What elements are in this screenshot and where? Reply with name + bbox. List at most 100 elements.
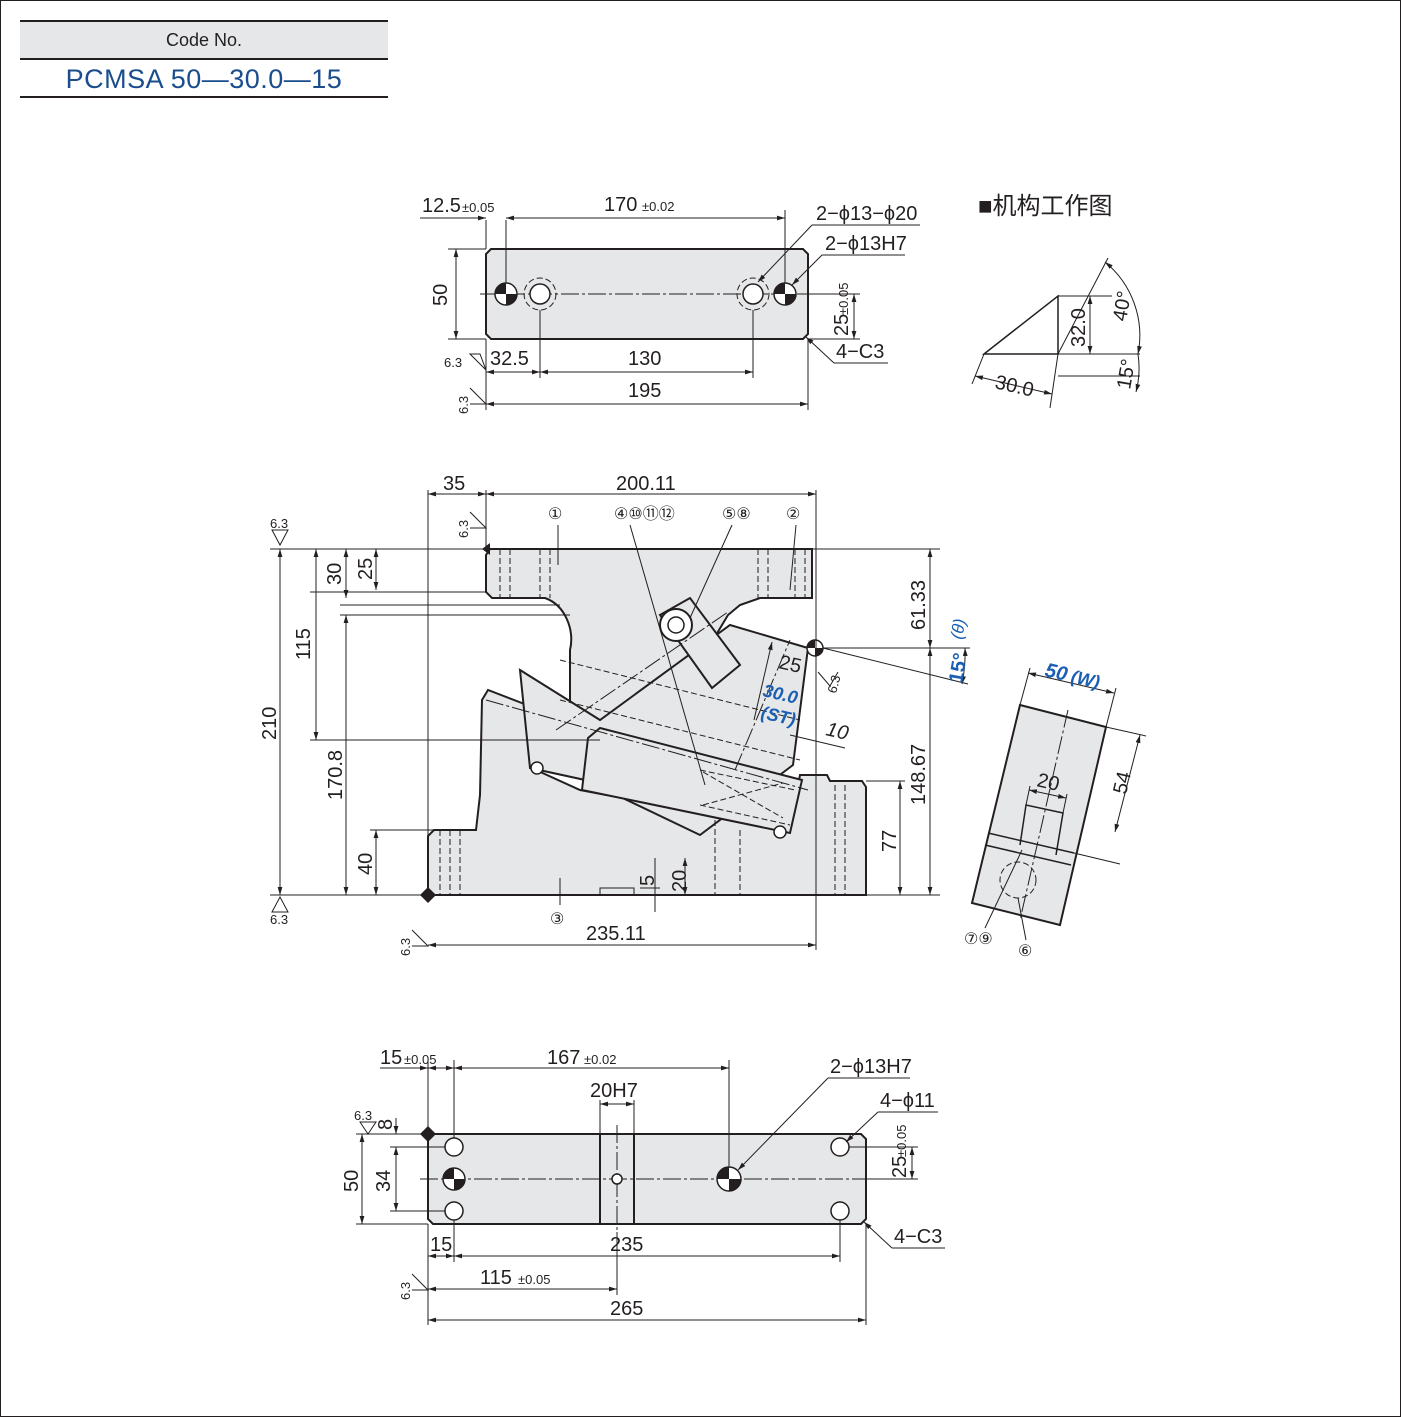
- balloon-6: ⑥: [1018, 943, 1032, 960]
- balloon-2: ②: [786, 506, 800, 523]
- roughness-mark-icon: [469, 511, 488, 529]
- top-view: 12.5 ±0.05 170 ±0.02 50 25 ±0.05 32.5 13…: [420, 194, 920, 414]
- datum-point-icon: [806, 639, 824, 657]
- callout-bottom-pins: 2−ϕ13H7: [830, 1056, 912, 1078]
- dim-77: 77: [879, 830, 901, 852]
- mechanism-title: ■机构工作图: [978, 193, 1113, 220]
- roughness-mark-icon: [468, 353, 487, 371]
- callout-bottom-holes: 4−ϕ11: [880, 1090, 935, 1112]
- dim-stroke: 30.0: [993, 371, 1036, 401]
- roughness-mark-icon: [271, 529, 289, 547]
- code-number-box: Code No. PCMSA 50—30.0—15: [20, 20, 388, 98]
- roughness-mark-icon: [411, 1273, 430, 1291]
- bottom-notch: [599, 887, 635, 895]
- dim-8: 8: [375, 1119, 397, 1130]
- roughness-label: 6.3: [824, 673, 843, 694]
- callout-pins: 2−ϕ13H7: [825, 233, 907, 255]
- dim-115: 115: [293, 628, 315, 660]
- dim-210: 210: [259, 707, 281, 740]
- angle-label: 15°: [945, 651, 972, 685]
- roughness-mark-icon: [271, 895, 289, 913]
- dim-bottom-50: 50: [341, 1170, 363, 1192]
- dim-bottom-25-tol: ±0.05: [894, 1125, 909, 1157]
- upper-cam: [485, 548, 813, 741]
- counterbore-left: [523, 277, 557, 311]
- mount-hole: [830, 1137, 850, 1157]
- code-number-value: PCMSA 50—30.0—15: [20, 60, 388, 98]
- dim-25: 25: [355, 558, 377, 580]
- side-block: [970, 703, 1108, 927]
- front-view: 35 200.11 210 115 30 25 170.8 40 61.33 1…: [259, 473, 972, 956]
- dim-200: 200.11: [616, 473, 676, 495]
- dim-61: 61.33: [908, 580, 930, 630]
- roughness-label: 6.3: [444, 355, 462, 370]
- dim-offset-tol: ±0.05: [462, 200, 494, 215]
- balloon-4-10-11-12: ④⑩⑪⑫: [614, 505, 675, 523]
- dim-148: 148.67: [908, 744, 930, 805]
- dim-bottom-115-tol: ±0.05: [518, 1272, 550, 1287]
- balloon-7-9: ⑦⑨: [964, 931, 993, 948]
- roughness-label: 6.3: [398, 938, 413, 956]
- callout-holes: 2−ϕ13−ϕ20: [816, 203, 917, 225]
- roughness-label: 6.3: [354, 1108, 372, 1123]
- side-dim-54: 54: [1109, 769, 1135, 796]
- dim-15-tol: ±0.05: [404, 1052, 436, 1067]
- dim-height: 50: [430, 284, 452, 306]
- dim-34: 34: [373, 1170, 395, 1192]
- roughness-mark-icon: [817, 671, 839, 687]
- roughness-mark-icon: [469, 387, 488, 405]
- dim-offset: 12.5: [422, 195, 461, 217]
- datum-hole-left-icon: [442, 1167, 466, 1191]
- dim-235: 235.11: [586, 923, 646, 945]
- roughness-label: 6.3: [456, 520, 471, 538]
- side-view: 50 (W) 54 20 ⑦⑨ ⑥: [964, 659, 1147, 960]
- roughness-mark-icon: [359, 1121, 377, 1135]
- balloon-1: ①: [548, 506, 562, 523]
- dim-pitch-tol: ±0.02: [642, 199, 674, 214]
- dim-bottom-265: 265: [610, 1298, 643, 1320]
- dim-left: 32.5: [490, 348, 529, 370]
- roughness-label: 6.3: [456, 396, 471, 414]
- datum-hole-right-icon: [716, 1166, 742, 1192]
- dim-170: 170.8: [325, 750, 347, 800]
- angle-theta: (θ): [947, 617, 969, 641]
- angle-40: 40°: [1109, 289, 1136, 323]
- dim-25b: 25: [777, 651, 804, 677]
- roughness-label: 6.3: [398, 1282, 413, 1300]
- dim-5: 5: [637, 875, 659, 886]
- dim-hole-y-tol: ±0.05: [836, 283, 851, 315]
- mount-hole: [830, 1201, 850, 1221]
- bolt-hole-left: [529, 283, 551, 305]
- dim-35: 35: [443, 473, 465, 495]
- code-number-header: Code No.: [20, 20, 388, 60]
- mount-hole: [444, 1137, 464, 1157]
- dim-bottom-115: 115: [480, 1267, 512, 1289]
- dim-40: 40: [355, 853, 377, 875]
- balloon-3: ③: [550, 911, 564, 928]
- dim-20h7: 20H7: [590, 1080, 638, 1102]
- side-width-w: (W): [1069, 666, 1102, 692]
- balloon-5-8: ⑤⑧: [722, 506, 751, 523]
- dim-bottom-15b: 15: [430, 1234, 452, 1256]
- datum-hole-left-icon: [494, 282, 518, 306]
- dim-30: 30: [324, 563, 346, 585]
- dim-20: 20: [669, 870, 691, 892]
- callout-chamfer: 4−C3: [836, 341, 884, 363]
- dim-bottom-25: 25: [889, 1156, 911, 1178]
- mount-hole: [444, 1201, 464, 1221]
- dim-167-tol: ±0.02: [584, 1052, 616, 1067]
- dim-mid: 130: [628, 348, 661, 370]
- bottom-view: 15 ±0.05 167 ±0.02 20H7 2−ϕ13H7 4−ϕ11 50…: [341, 1047, 945, 1325]
- driver-plate: [580, 726, 804, 835]
- dim-pitch: 170: [604, 194, 637, 216]
- angle-15: 15°: [1113, 357, 1140, 391]
- side-dim-20: 20: [1035, 769, 1062, 795]
- bolt-hole-right: [742, 283, 764, 305]
- callout-bottom-chamfer: 4−C3: [894, 1226, 942, 1248]
- roughness-label: 6.3: [270, 516, 288, 531]
- dim-167: 167: [547, 1047, 580, 1069]
- dim-hole-y: 25: [831, 314, 853, 336]
- counterbore-right: [736, 277, 770, 311]
- dim-15: 15: [380, 1047, 402, 1069]
